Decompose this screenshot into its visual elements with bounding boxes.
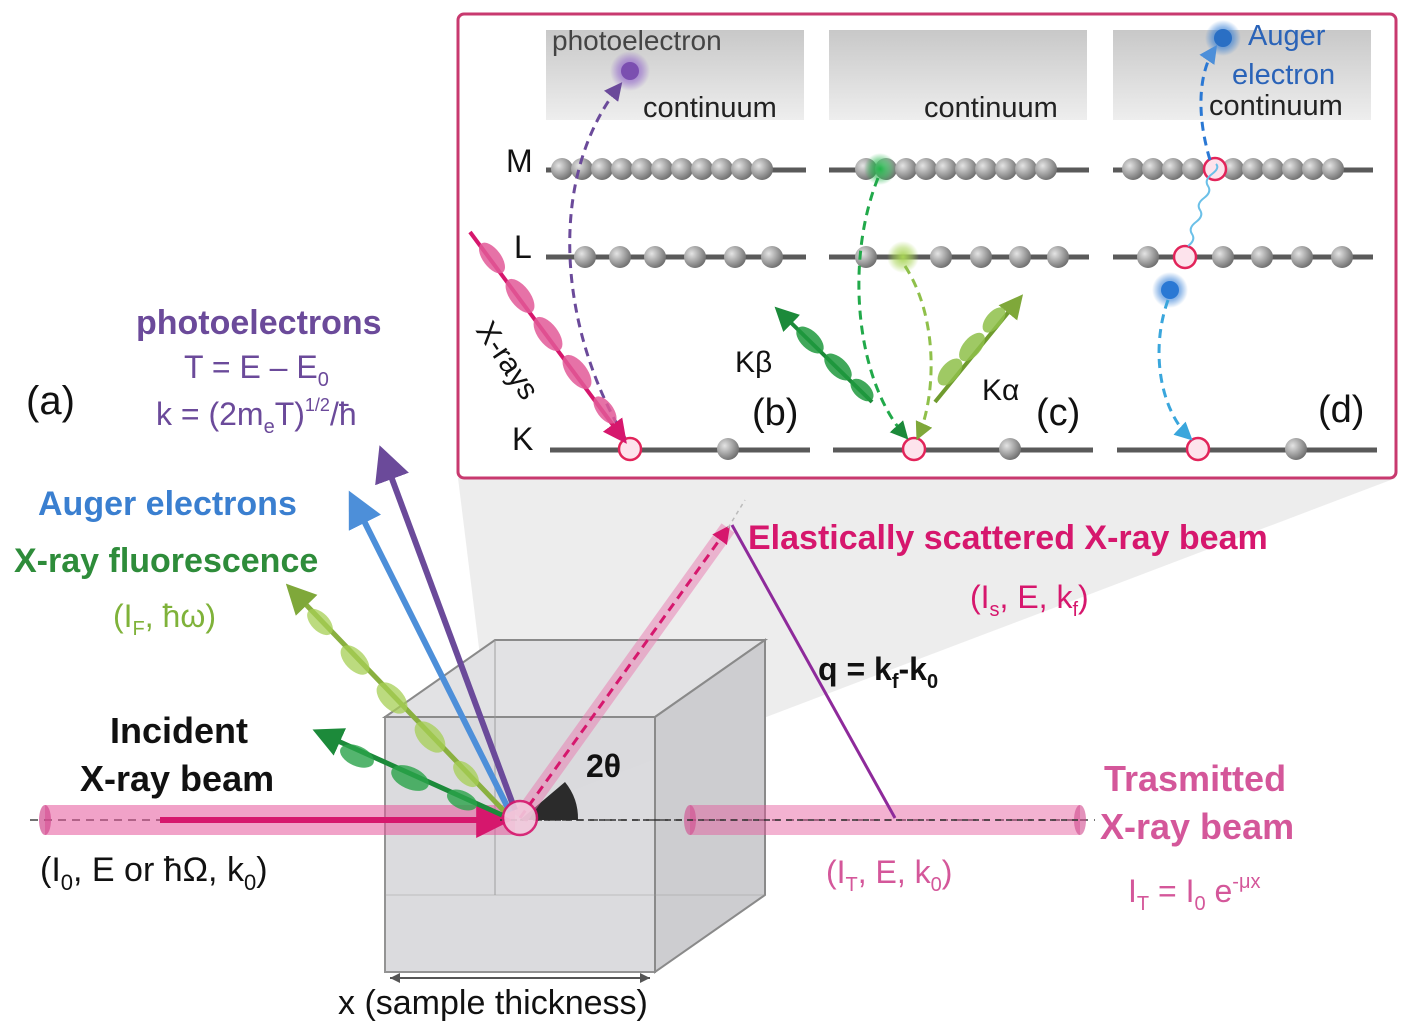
incident-title-2: X-ray beam bbox=[80, 758, 274, 799]
auger-emission-path bbox=[1199, 45, 1218, 161]
inset-auger-label-2: electron bbox=[1232, 59, 1335, 91]
l-electron-d-dot bbox=[1161, 281, 1179, 299]
l-electron-glow bbox=[887, 241, 919, 273]
incident-title-1: Incident bbox=[110, 710, 248, 751]
fluorescence-title: X-ray fluorescence bbox=[14, 542, 318, 580]
m-electron-glow bbox=[864, 153, 896, 185]
photoelectron-path-arrow bbox=[568, 82, 627, 439]
inset-frame bbox=[456, 12, 1398, 480]
incident-beam bbox=[39, 802, 515, 838]
inset-continuum-b: continuum bbox=[643, 92, 777, 124]
angle-label: 2θ bbox=[586, 748, 621, 784]
atoms-l-level bbox=[574, 246, 1353, 268]
level-label-l: L bbox=[514, 229, 532, 265]
level-label-m: M bbox=[506, 143, 533, 179]
interaction-point bbox=[501, 799, 539, 837]
l-to-k-transition bbox=[903, 265, 933, 441]
photoelectron-arrow bbox=[375, 445, 518, 812]
auger-electron-dot bbox=[1214, 29, 1232, 47]
m-to-k-transition bbox=[857, 177, 909, 440]
kalpha-label: Kα bbox=[982, 374, 1019, 407]
inset-auger-label-1: Auger bbox=[1248, 20, 1326, 52]
sample-cube bbox=[381, 638, 769, 974]
scattered-beam bbox=[513, 499, 746, 823]
auger-arrow bbox=[348, 490, 513, 814]
panel-label-d: (d) bbox=[1318, 389, 1364, 431]
level-label-k: K bbox=[512, 421, 533, 457]
incident-params: (I0, E or ħΩ, k0) bbox=[40, 851, 268, 895]
inset-photoelectron-label: photoelectron bbox=[552, 25, 722, 56]
kalpha-wave bbox=[937, 307, 1006, 386]
xray-incoming-wave bbox=[478, 242, 617, 424]
thickness-label: x (sample thickness) bbox=[338, 984, 648, 1022]
fluorescence-wave-light bbox=[307, 608, 479, 788]
continuum-band-d bbox=[1113, 30, 1371, 120]
panel-label-b: (b) bbox=[752, 392, 798, 434]
photoelectrons-title: photoelectrons bbox=[136, 304, 382, 342]
kbeta-wave bbox=[796, 326, 874, 402]
l-to-k-transition-d bbox=[1157, 299, 1193, 441]
auger-energy-transfer-wave bbox=[1187, 163, 1219, 247]
photoelectron-dot bbox=[621, 62, 639, 80]
continuum-band-b bbox=[546, 30, 804, 120]
photoelectrons-energy-eq: T = E – E0 bbox=[184, 349, 329, 391]
panel-label-a: (a) bbox=[26, 379, 75, 423]
attenuation-law: IT = I0 e-μx bbox=[1128, 871, 1260, 915]
q-equation: q = kf-k0 bbox=[818, 651, 938, 693]
q-vector bbox=[730, 524, 897, 819]
auger-electrons-title: Auger electrons bbox=[38, 485, 297, 523]
inset-continuum-d: continuum bbox=[1209, 90, 1343, 122]
scattered-title: Elastically scattered X-ray beam bbox=[748, 519, 1268, 557]
scattered-params: (Is, E, kf) bbox=[970, 579, 1089, 621]
fluorescence-params: (IF, ħω) bbox=[113, 598, 216, 640]
photoelectrons-k-eq: k = (2meT)1/2/ħ bbox=[156, 395, 357, 438]
fluorescence-wave-dark bbox=[340, 744, 478, 811]
transmitted-title-1: Trasmitted bbox=[1104, 758, 1286, 799]
panel-label-c: (c) bbox=[1036, 392, 1080, 434]
transmitted-params: (IT, E, k0) bbox=[826, 854, 952, 896]
transmitted-title-2: X-ray beam bbox=[1100, 806, 1294, 847]
transmitted-beam bbox=[500, 805, 1086, 835]
atoms-k-level bbox=[717, 438, 1307, 460]
continuum-band-c bbox=[829, 30, 1087, 120]
inset-continuum-c: continuum bbox=[924, 92, 1058, 124]
thickness-arrow bbox=[390, 973, 650, 983]
kbeta-label: Kβ bbox=[735, 346, 772, 379]
